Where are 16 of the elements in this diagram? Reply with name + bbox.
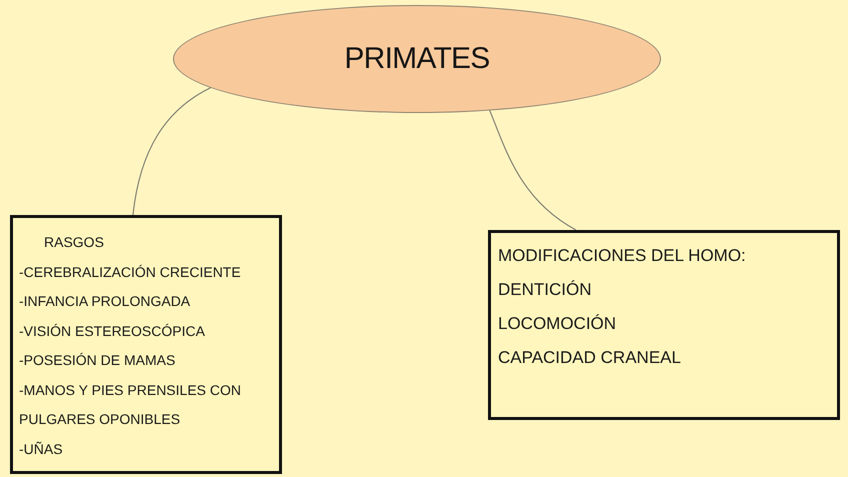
list-item: -VISIÓN ESTEREOSCÓPICA xyxy=(19,322,205,340)
connector-line xyxy=(132,87,211,216)
list-item: -INFANCIA PROLONGADA xyxy=(19,292,190,311)
panel-heading: MODIFICACIONES DEL HOMO: xyxy=(498,245,746,267)
text-panel xyxy=(488,230,840,420)
list-item: LOCOMOCIÓN xyxy=(498,313,616,335)
connector-line xyxy=(489,110,576,230)
list-item: -POSESIÓN DE MAMAS xyxy=(19,351,176,370)
list-item: CAPACIDAD CRANEAL xyxy=(498,347,681,369)
title-text: PRIMATES xyxy=(344,44,490,74)
list-item: DENTICIÓN xyxy=(498,279,592,301)
list-item: -CEREBRALIZACIÓN CRECIENTE xyxy=(19,262,241,282)
text-panel xyxy=(10,215,282,474)
list-item: -MANOS Y PIES PRENSILES CON PULGARES OPONIBLES xyxy=(19,380,242,429)
list-item: -UÑAS xyxy=(19,440,63,458)
panel-heading: RASGOS xyxy=(43,233,104,252)
